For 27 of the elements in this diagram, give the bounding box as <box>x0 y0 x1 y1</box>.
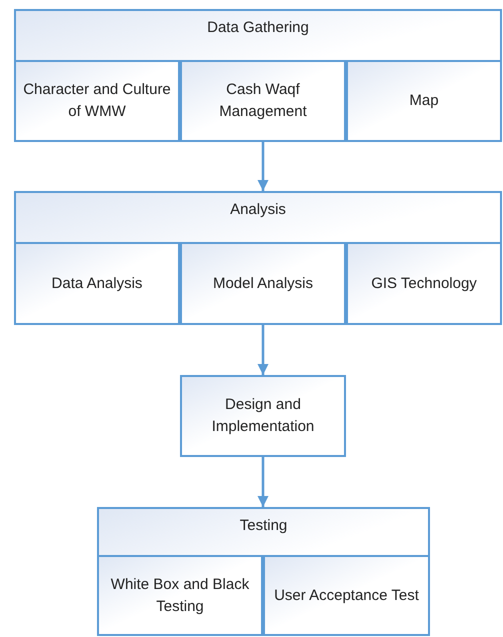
box-label: GIS Technology <box>371 274 477 294</box>
box-label: Character and Culture of WMW <box>22 80 172 122</box>
box-label: User Acceptance Test <box>274 586 419 606</box>
process-box <box>263 555 430 636</box>
group-box <box>97 507 430 636</box>
process-box <box>346 242 502 325</box>
group-box <box>14 9 502 142</box>
box-label: Design and Implementation <box>210 395 316 437</box>
group-box <box>14 191 502 325</box>
process-box <box>180 375 346 457</box>
process-box <box>180 242 346 325</box>
box-label: Data Analysis <box>52 274 142 294</box>
process-box <box>346 60 502 142</box>
arrow <box>257 325 269 375</box>
box-label: Cash Waqf Management <box>218 80 308 122</box>
box-label: Map <box>409 91 439 111</box>
process-box <box>14 242 180 325</box>
arrow <box>257 142 269 191</box>
process-box <box>14 60 180 142</box>
group-title: Analysis <box>230 200 286 220</box>
group-title: Testing <box>240 516 288 536</box>
box-label: White Box and Black Testing <box>110 574 250 616</box>
box-label: Model Analysis <box>212 274 314 294</box>
group-title: Data Gathering <box>207 18 309 38</box>
process-box <box>180 60 346 142</box>
arrow <box>257 457 269 507</box>
process-box <box>97 555 263 636</box>
